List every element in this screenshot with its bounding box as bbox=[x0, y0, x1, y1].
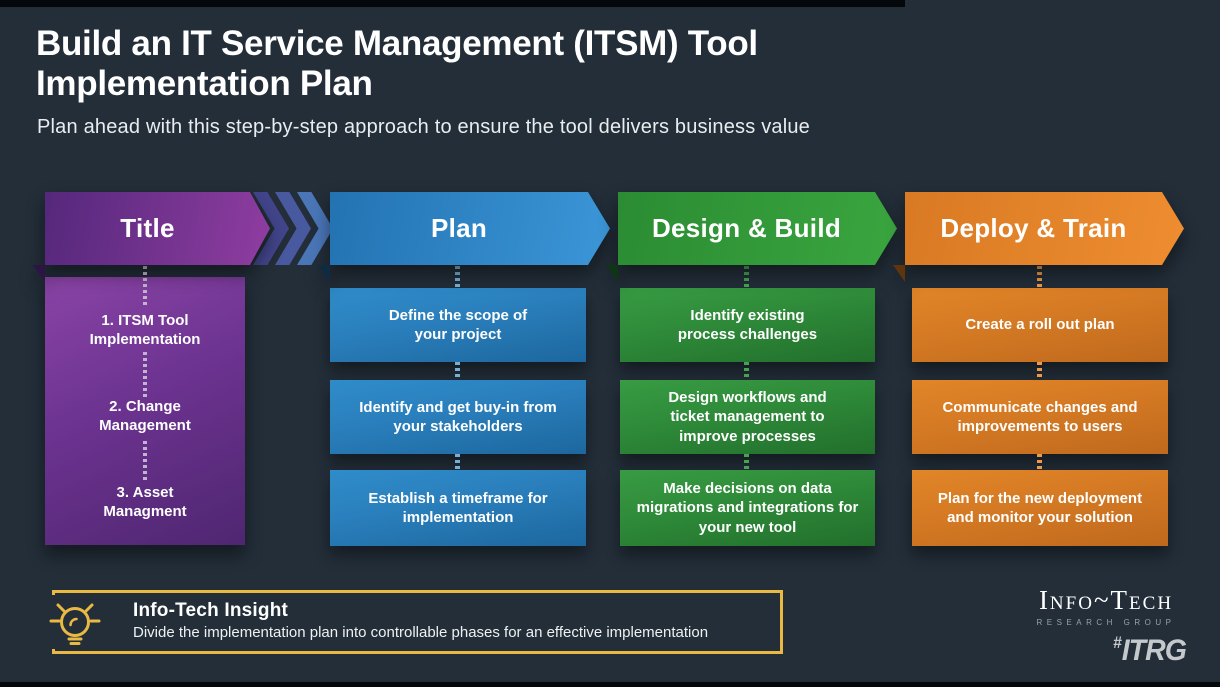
step-text: Identify and get buy-in from your stakeh… bbox=[359, 398, 557, 436]
infotech-logo: Info~Tech RESEARCH GROUP #ITRG bbox=[1026, 585, 1186, 668]
ribbon-fold bbox=[33, 265, 45, 282]
itrg-logo: #ITRG bbox=[1034, 634, 1187, 668]
phase-banner-deploy-train-shape: Deploy & Train bbox=[905, 192, 1184, 265]
item-number: 2. bbox=[109, 397, 122, 415]
phase-banner-plan-shape: Plan bbox=[330, 192, 610, 265]
title-list-item-2: 2. Change Management bbox=[45, 373, 245, 459]
page-title-line1: Build an IT Service Management (ITSM) To… bbox=[36, 24, 758, 63]
connector-dots bbox=[1037, 454, 1042, 470]
connector-dots bbox=[143, 441, 147, 482]
step-text: Design workflows and ticket management t… bbox=[668, 388, 827, 445]
title-item-text: 3. Asset Managment bbox=[75, 483, 215, 522]
item-label: ITSM Tool Implementation bbox=[89, 311, 201, 349]
insight-title: Info-Tech Insight bbox=[133, 600, 289, 621]
connector-dots bbox=[455, 362, 460, 380]
step-box-deploy-1: Create a roll out plan bbox=[912, 288, 1168, 362]
insight-panel: Info-Tech Insight Divide the implementat… bbox=[48, 590, 783, 654]
phase-banner-deploy-train-label: Deploy & Train bbox=[940, 213, 1127, 243]
title-item-text: 1. ITSM Tool Implementation bbox=[75, 311, 215, 350]
page-title: Build an IT Service Management (ITSM) To… bbox=[36, 24, 758, 104]
step-text: Define the scope of your project bbox=[388, 306, 528, 344]
phase-banner-plan-label: Plan bbox=[430, 213, 488, 243]
step-box-design-3: Make decisions on data migrations and in… bbox=[620, 470, 875, 546]
phase-banner-title-label: Title bbox=[120, 213, 175, 243]
ribbon-fold bbox=[606, 265, 618, 282]
step-box-deploy-2: Communicate changes and improvements to … bbox=[912, 380, 1168, 454]
step-text: Create a roll out plan bbox=[965, 316, 1115, 334]
step-text: Plan for the new deployment and monitor … bbox=[937, 489, 1143, 527]
item-label: Asset Managment bbox=[103, 483, 187, 521]
phase-banner-design-build-shape: Design & Build bbox=[618, 192, 897, 265]
phase-banner-title-shape: Title bbox=[45, 192, 270, 265]
step-box-deploy-3: Plan for the new deployment and monitor … bbox=[912, 470, 1168, 546]
connector-dots bbox=[1037, 362, 1042, 380]
ribbon-fold bbox=[893, 265, 905, 282]
top-black-bar bbox=[0, 0, 905, 7]
step-box-plan-3: Establish a timeframe for implementation bbox=[330, 470, 586, 546]
step-box-plan-1: Define the scope of your project bbox=[330, 288, 586, 362]
title-list-item-1: 1. ITSM Tool Implementation bbox=[45, 287, 245, 373]
infotech-wordmark: Info~Tech bbox=[1038, 585, 1174, 615]
phase-banner-plan: Plan bbox=[318, 192, 610, 282]
phase-banner-design-build-label: Design & Build bbox=[651, 213, 842, 243]
itrg-letters: ITRG bbox=[1121, 634, 1187, 667]
title-list-panel: 1. ITSM Tool Implementation 2. Change Ma… bbox=[45, 277, 245, 545]
step-box-plan-2: Identify and get buy-in from your stakeh… bbox=[330, 380, 586, 454]
item-number: 3. bbox=[116, 483, 130, 501]
page-title-line2: Implementation Plan bbox=[36, 63, 373, 103]
phase-banner-deploy-train: Deploy & Train bbox=[893, 192, 1184, 282]
item-number: 1. bbox=[101, 311, 114, 329]
title-list-item-3: 3. Asset Managment bbox=[45, 459, 245, 545]
lightbulb-icon bbox=[48, 595, 102, 649]
step-text: Identify existing process challenges bbox=[677, 306, 818, 344]
bottom-black-bar bbox=[0, 682, 1220, 687]
hash-icon: # bbox=[1112, 634, 1122, 652]
step-text: Communicate changes and improvements to … bbox=[942, 398, 1138, 436]
step-text: Establish a timeframe for implementation bbox=[368, 489, 548, 527]
phase-banner-title: Title bbox=[33, 192, 270, 282]
connector-dots bbox=[744, 266, 749, 288]
insight-text: Divide the implementation plan into cont… bbox=[133, 624, 709, 641]
title-item-text: 2. Change Management bbox=[75, 397, 215, 436]
step-text: Make decisions on data migrations and in… bbox=[636, 479, 859, 536]
connector-dots bbox=[1037, 266, 1042, 288]
step-box-design-2: Design workflows and ticket management t… bbox=[620, 380, 875, 454]
connector-dots bbox=[744, 454, 749, 470]
ribbon-fold bbox=[318, 265, 330, 282]
connector-dots bbox=[143, 266, 147, 306]
connector-dots bbox=[455, 454, 460, 470]
phase-banner-design-build: Design & Build bbox=[606, 192, 897, 282]
connector-dots bbox=[143, 352, 147, 397]
item-label: Change Management bbox=[99, 397, 191, 435]
infotech-research-group-label: RESEARCH GROUP bbox=[1036, 618, 1176, 627]
step-box-design-1: Identify existing process challenges bbox=[620, 288, 875, 362]
connector-dots bbox=[744, 362, 749, 380]
insight-content: Info-Tech Insight Divide the implementat… bbox=[55, 593, 780, 641]
page-subtitle: Plan ahead with this step-by-step approa… bbox=[37, 116, 811, 138]
connector-dots bbox=[455, 266, 460, 288]
